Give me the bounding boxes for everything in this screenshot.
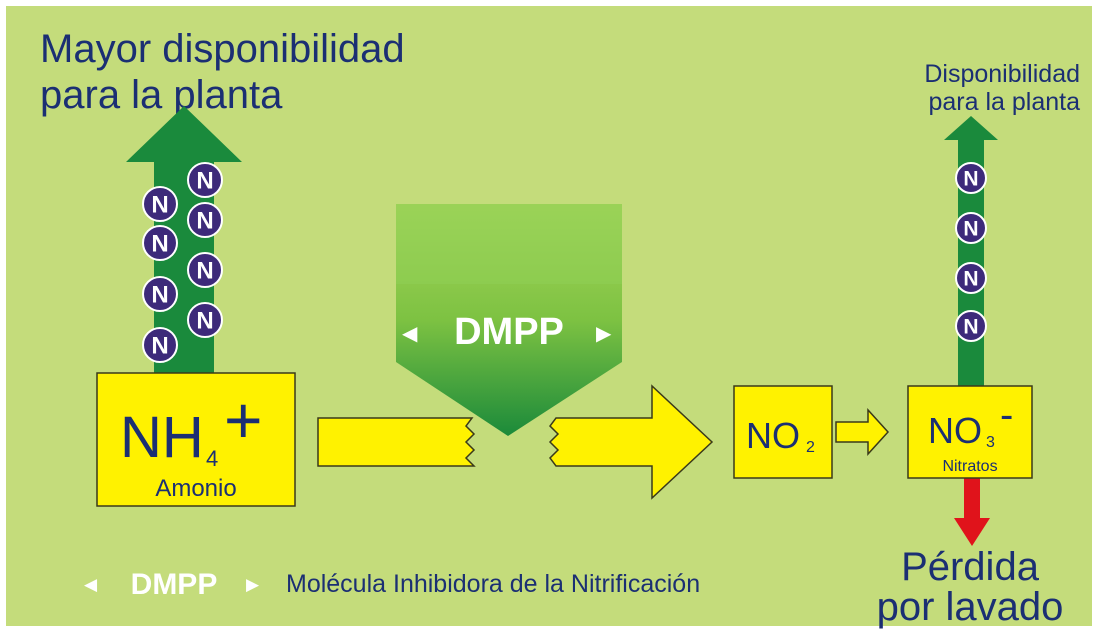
nitrogen-molecule-icon: N (142, 327, 178, 363)
nitrogen-molecule-symbol: N (963, 218, 978, 241)
leaching-loss-arrow (954, 478, 990, 546)
legend-dmpp-right-marker: ▶ (246, 575, 260, 594)
ammonium-box (96, 372, 296, 507)
dmpp-label: DMPP (454, 311, 564, 353)
nitrite-subscript: 2 (806, 439, 815, 456)
nitrogen-molecule-symbol: N (151, 333, 168, 360)
nitrogen-molecule-icon: N (187, 162, 223, 198)
nitrogen-molecule-icon: N (955, 262, 987, 294)
ammonium-name: Amonio (155, 475, 236, 502)
nitrite-formula: NO (746, 415, 800, 456)
blocked-conversion-arrow-left (317, 417, 476, 467)
nitrogen-molecule-icon: N (187, 252, 223, 288)
nitrogen-molecule-symbol: N (963, 316, 978, 339)
legend-dmpp-left-marker: ◀ (84, 575, 98, 594)
left-top-label-line1: Mayor disponibilidad (40, 27, 405, 71)
nitrogen-molecule-symbol: N (151, 231, 168, 258)
dmpp-inhibitor-top-band (396, 204, 622, 284)
nitrate-formula: NO (928, 410, 982, 451)
nitrate-subscript: 3 (986, 434, 995, 451)
plant-availability-arrow-right (944, 116, 998, 390)
ammonium-subscript: 4 (206, 446, 218, 471)
nitrogen-molecule-symbol: N (151, 282, 168, 309)
nitrogen-molecule-symbol: N (963, 268, 978, 291)
nitrogen-molecule-symbol: N (963, 168, 978, 191)
nitrate-box (907, 385, 1033, 479)
nitrogen-molecule-icon: N (187, 202, 223, 238)
blocked-conversion-arrow-right (548, 384, 714, 500)
nitrogen-molecule-icon: N (142, 276, 178, 312)
nitrogen-molecule-icon: N (187, 302, 223, 338)
molecule-column-right: N N N N (955, 162, 987, 342)
nitrogen-molecule-icon: N (955, 162, 987, 194)
legend-text: Molécula Inhibidora de la Nitrificación (286, 570, 700, 598)
nitrogen-molecule-icon: N (142, 186, 178, 222)
legend-dmpp-label: DMPP (131, 568, 218, 601)
left-top-label-line2: para la planta (40, 73, 283, 117)
right-top-label-line2: para la planta (928, 88, 1080, 116)
nitrogen-molecule-symbol: N (196, 208, 213, 235)
nitrogen-molecule-icon: N (142, 225, 178, 261)
nitrogen-molecule-symbol: N (196, 308, 213, 335)
nitrogen-molecule-icon: N (955, 212, 987, 244)
nitrate-charge: - (1000, 393, 1013, 437)
nitrite-box (733, 385, 833, 479)
nitrite-to-nitrate-arrow (835, 408, 890, 456)
dmpp-right-marker: ▶ (596, 323, 612, 345)
nitrate-name: Nitratos (942, 458, 997, 475)
loss-label-line1: Pérdida (901, 545, 1040, 589)
nitrogen-molecule-icon: N (955, 310, 987, 342)
ammonium-formula: NH (120, 405, 204, 470)
nitrogen-molecule-symbol: N (196, 168, 213, 195)
right-top-label-line1: Disponibilidad (924, 60, 1080, 88)
nitrogen-molecule-symbol: N (151, 192, 168, 219)
ammonium-charge: + (224, 383, 263, 457)
loss-label-line2: por lavado (877, 585, 1064, 629)
dmpp-left-marker: ◀ (402, 323, 418, 345)
nitrogen-molecule-symbol: N (196, 258, 213, 285)
